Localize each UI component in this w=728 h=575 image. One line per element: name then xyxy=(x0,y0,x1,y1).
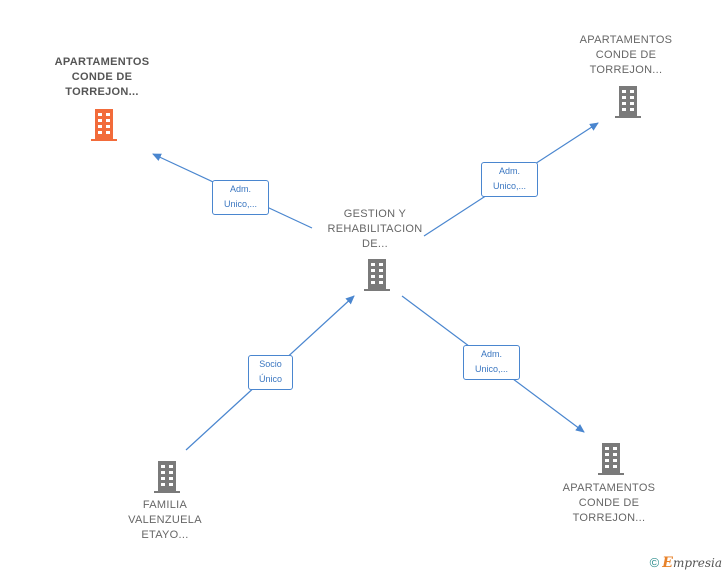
node-top-right[interactable]: APARTAMENTOS CONDE DE TORREJON... xyxy=(566,33,686,78)
node-bottom-right-label: APARTAMENTOS CONDE DE TORREJON... xyxy=(562,482,656,524)
node-bottom-left[interactable]: FAMILIA VALENZUELA ETAYO... xyxy=(110,498,220,543)
building-icon xyxy=(364,259,390,291)
building-icon xyxy=(91,109,117,141)
brand-name: mpresia xyxy=(672,556,722,570)
building-icon xyxy=(615,86,641,118)
building-icon xyxy=(154,461,180,493)
brand-logo[interactable]: Empresia xyxy=(662,555,722,571)
copyright-icon: © xyxy=(649,555,660,570)
node-bottom-right[interactable]: APARTAMENTOS CONDE DE TORREJON... xyxy=(549,481,669,526)
node-top-right-label: APARTAMENTOS CONDE DE TORREJON... xyxy=(579,34,673,76)
building-icon xyxy=(598,443,624,475)
edge-label-to-top-right[interactable]: Adm. Unico,... xyxy=(481,162,538,197)
edge-label-to-top-left[interactable]: Adm. Unico,... xyxy=(212,180,269,215)
node-bottom-left-label: FAMILIA VALENZUELA ETAYO... xyxy=(128,499,202,541)
edge-label-from-bottom-left[interactable]: Socio Único xyxy=(248,355,293,390)
brand-initial: E xyxy=(662,555,673,571)
node-center[interactable]: GESTION Y REHABILITACION DE... xyxy=(312,207,438,252)
edge-label-to-bottom-right[interactable]: Adm. Unico,... xyxy=(463,345,520,380)
node-center-label: GESTION Y REHABILITACION DE... xyxy=(327,208,423,250)
node-top-left-label: APARTAMENTOS CONDE DE TORREJON... xyxy=(54,56,150,98)
footer-credit: ©Empresia xyxy=(650,555,722,571)
node-top-left[interactable]: APARTAMENTOS CONDE DE TORREJON... xyxy=(40,55,164,100)
